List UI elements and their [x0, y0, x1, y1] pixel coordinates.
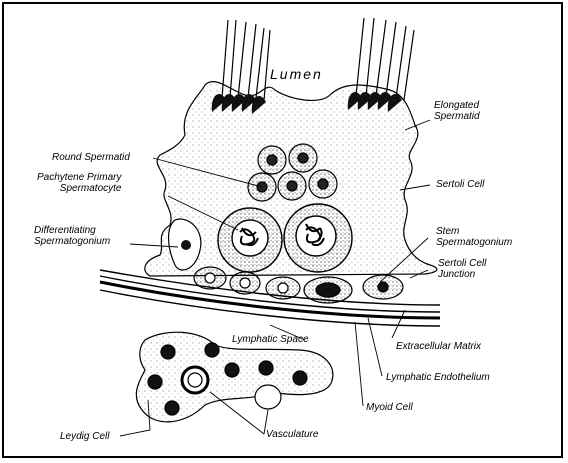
- label-stem: Stem Spermatogonium: [436, 226, 512, 248]
- label-sertoli-junction: Sertoli Cell Junction: [438, 258, 486, 280]
- label-lymphatic-endothelium: Lymphatic Endothelium: [386, 372, 490, 383]
- lumen-label: Lumen: [270, 66, 323, 82]
- label-leydig-cell: Leydig Cell: [60, 431, 109, 442]
- label-elongated-spermatid: Elongated Spermatid: [434, 100, 480, 122]
- label-differentiating: Differentiating Spermatogonium: [34, 225, 110, 247]
- label-myoid-cell: Myoid Cell: [366, 402, 413, 413]
- label-sertoli-cell: Sertoli Cell: [436, 179, 484, 190]
- label-vasculature: Vasculature: [266, 429, 318, 440]
- label-round-spermatid: Round Spermatid: [52, 152, 130, 163]
- label-pachytene: Pachytene Primary Spermatocyte: [37, 172, 121, 194]
- interstitium-cluster: [136, 332, 333, 422]
- label-lymphatic-space: Lymphatic Space: [232, 334, 309, 345]
- label-extracellular-matrix: Extracellular Matrix: [396, 341, 481, 352]
